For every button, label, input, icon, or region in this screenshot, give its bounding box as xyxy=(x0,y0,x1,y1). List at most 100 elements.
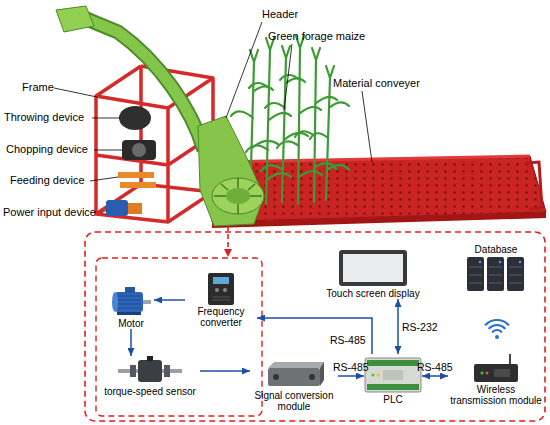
node-label: PLC xyxy=(364,394,422,405)
part-label: Throwing device xyxy=(4,111,84,124)
converter-icon xyxy=(268,362,324,386)
leader-lines xyxy=(90,177,118,181)
detail-arrow xyxy=(227,226,229,256)
power-input-device xyxy=(106,200,128,216)
leader-lines xyxy=(362,91,372,162)
device-node: Motor xyxy=(108,284,154,329)
leader-lines xyxy=(226,22,262,118)
inverter-icon xyxy=(208,273,234,305)
chopping-device xyxy=(122,140,156,160)
wifi-symbol xyxy=(495,335,499,339)
motor-feet xyxy=(117,312,141,315)
inverter-key xyxy=(215,288,219,292)
radio-led xyxy=(481,372,484,375)
motor-cap xyxy=(112,292,118,312)
chopping-device xyxy=(132,143,146,157)
signal-connector xyxy=(130,329,132,356)
throwing-tube xyxy=(56,6,94,32)
servers-icon xyxy=(455,255,537,293)
node-label: Frequency converter xyxy=(185,306,257,328)
radio-led xyxy=(486,372,489,375)
sensor-coupling xyxy=(130,365,136,377)
converter-icon xyxy=(250,358,338,390)
device-node: torque-speed sensor xyxy=(100,356,200,397)
screen-bezel xyxy=(339,250,407,286)
wifi-symbol xyxy=(486,320,509,325)
module-side xyxy=(320,362,324,386)
server-led xyxy=(479,261,482,264)
header xyxy=(214,178,262,214)
maize-plants xyxy=(261,46,308,202)
chopping-device xyxy=(122,140,156,160)
device-node: Database xyxy=(455,244,537,293)
screen-icon xyxy=(339,250,407,286)
inverter-body xyxy=(208,273,234,305)
server-led xyxy=(499,261,502,264)
module-top xyxy=(268,362,324,368)
radio-icon xyxy=(474,354,518,382)
material-conveyer xyxy=(212,156,546,228)
signal-connector xyxy=(200,370,250,372)
server-slots xyxy=(509,267,522,283)
module-plug xyxy=(273,374,279,380)
motor-fins xyxy=(118,296,141,308)
part-label: Frame xyxy=(22,81,54,94)
inverter-display xyxy=(213,277,229,284)
leader-lines xyxy=(101,210,107,213)
leader-lines xyxy=(54,88,97,97)
header xyxy=(198,116,264,226)
feeding-device xyxy=(118,172,156,188)
wifi-symbol xyxy=(489,325,505,328)
sensor-coupling xyxy=(164,365,170,377)
servers-icon xyxy=(467,257,524,291)
device-node: PLC xyxy=(364,354,422,405)
inverter-icon xyxy=(185,272,257,306)
material-conveyer xyxy=(526,162,542,209)
motor-icon xyxy=(112,287,151,315)
node-label: Motor xyxy=(108,318,154,329)
server-cabinet xyxy=(487,257,504,291)
screen-icon xyxy=(318,248,428,288)
signal-connector xyxy=(257,318,372,354)
part-label: Feeding device xyxy=(10,174,85,187)
wifi-symbol xyxy=(493,330,501,332)
server-cabinet xyxy=(467,257,484,291)
motor-icon xyxy=(108,284,154,318)
material-conveyer xyxy=(212,156,546,222)
server-led xyxy=(519,261,522,264)
plc-icon xyxy=(364,354,422,394)
leader-lines xyxy=(284,44,292,110)
throwing-tube xyxy=(56,6,204,150)
signal-connector xyxy=(422,375,448,377)
module-front xyxy=(268,368,320,386)
device-node: Frequency converter xyxy=(185,272,257,328)
drive-boundary xyxy=(96,258,262,416)
node-label: Signal conversion module xyxy=(250,390,338,412)
system-boundary xyxy=(85,232,545,421)
module-plug xyxy=(309,374,315,380)
connector-label: RS-232 xyxy=(402,321,438,333)
sensor-icon xyxy=(118,356,182,382)
sensor-plug xyxy=(147,356,153,361)
part-label: Chopping device xyxy=(6,143,88,156)
motor-shaft xyxy=(143,300,151,304)
plc-board xyxy=(365,358,421,392)
server-slots xyxy=(469,267,482,283)
signal-connector xyxy=(154,299,185,301)
device-node: Wireless transmission module xyxy=(448,354,544,406)
throwing-device xyxy=(119,106,151,130)
feeding-device xyxy=(120,182,156,188)
plc-chip xyxy=(383,370,403,380)
node-label: Database xyxy=(455,244,537,255)
power-input-device xyxy=(106,200,142,216)
power-input-device xyxy=(128,203,142,214)
throwing-tube xyxy=(84,18,204,150)
server-slots xyxy=(489,267,502,283)
part-label: Green forage maize xyxy=(268,30,365,43)
connector-label: RS-485 xyxy=(330,334,366,346)
inverter-key xyxy=(223,288,227,292)
part-label: Material conveyer xyxy=(333,77,420,90)
radio-antenna xyxy=(509,354,511,364)
radio-body xyxy=(474,364,518,382)
header xyxy=(212,178,264,214)
